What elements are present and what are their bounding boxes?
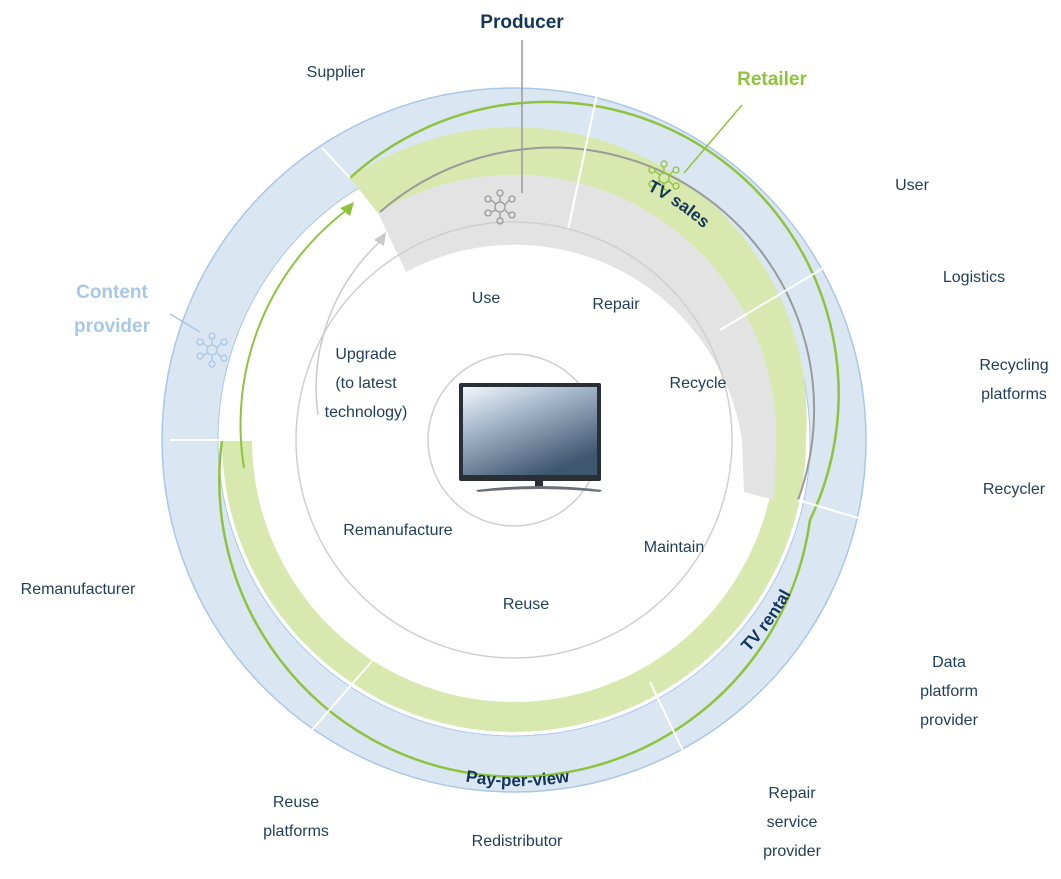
producer-title: Producer [480, 12, 564, 33]
producer-network-icon [484, 189, 516, 225]
green-band-upper [350, 127, 807, 441]
pay-per-view-label: Pay-per-view [465, 767, 572, 790]
upgrade-arrow [315, 237, 385, 416]
retailer-title: Retailer [737, 69, 807, 90]
tv-sales-band [378, 174, 777, 500]
strategy-upgrade-line1: Upgrade [335, 346, 396, 363]
actor-user: User [895, 177, 929, 194]
retailer-leader-line [683, 104, 743, 174]
strategy-maintain: Maintain [644, 539, 704, 556]
strategy-remanufacture: Remanufacture [343, 522, 452, 539]
strategy-repair: Repair [592, 296, 640, 313]
content-provider-title-line2: provider [74, 316, 151, 337]
content-provider-title-line1: Content [76, 282, 148, 303]
actor-redistributor: Redistributor [472, 833, 563, 850]
strategy-upgrade-line3: technology) [325, 404, 408, 421]
content-provider-leader-line [169, 313, 201, 333]
actor-supplier: Supplier [307, 64, 366, 81]
strategy-upgrade-line2: (to latest [335, 375, 397, 392]
actor-remanufacturer: Remanufacturer [21, 581, 136, 598]
actor-recycling-platforms-line1: Recycling [979, 357, 1048, 374]
content-provider-network-icon [196, 332, 228, 368]
strategy-use: Use [472, 290, 501, 307]
strategy-reuse: Reuse [503, 596, 549, 613]
actor-data-platform-provider-line3: provider [920, 712, 978, 729]
green-band-lower [222, 440, 806, 732]
content-provider-arrow [239, 205, 353, 469]
actor-repair-service-provider-line1: Repair [768, 785, 816, 802]
strategy-recycle: Recycle [670, 375, 727, 392]
green-band-line [218, 100, 840, 778]
actor-reuse-platforms-line1: Reuse [273, 794, 319, 811]
actor-logistics: Logistics [943, 269, 1005, 286]
actor-ring-outer-edge [161, 87, 867, 793]
actor-data-platform-provider-line1: Data [932, 654, 966, 671]
actor-recycler: Recycler [983, 481, 1046, 498]
actor-recycling-platforms-line2: platforms [981, 386, 1047, 403]
content-provider-arrowhead [340, 202, 354, 216]
actor-separators [170, 79, 899, 779]
upgrade-arrowhead [374, 232, 386, 246]
tv-icon [459, 383, 602, 492]
actor-repair-service-provider-line3: provider [763, 843, 821, 860]
tv-sales-line [379, 146, 816, 501]
actor-data-platform-provider-line2: platform [920, 683, 978, 700]
actor-repair-service-provider-line2: service [767, 814, 818, 831]
actor-reuse-platforms-line2: platforms [263, 823, 329, 840]
retailer-network-icon [648, 160, 680, 196]
strategy-ring [295, 221, 733, 659]
